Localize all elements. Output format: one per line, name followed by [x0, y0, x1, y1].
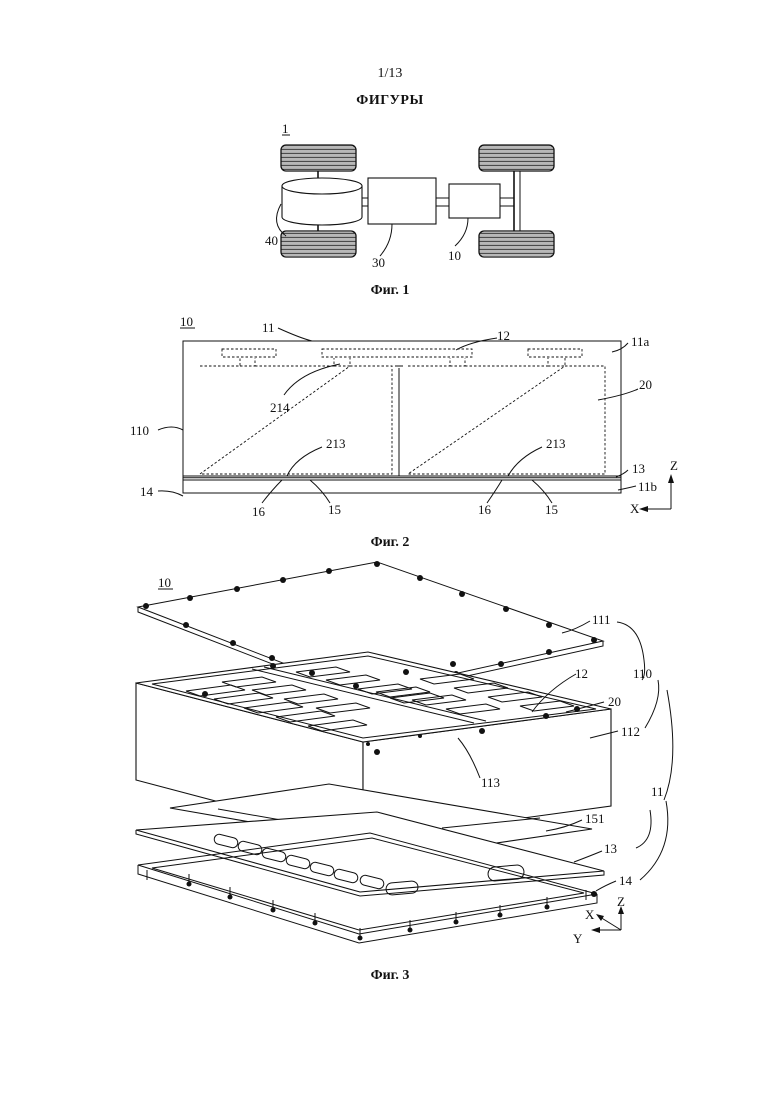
- fig1-label-motor: 40: [265, 233, 278, 248]
- controller-box: [368, 178, 436, 224]
- wheel-rear-left: [281, 231, 356, 257]
- fig1-label-controller: 30: [372, 255, 385, 270]
- fig3-label-box: 11: [651, 784, 664, 799]
- battery-box: [449, 184, 500, 218]
- fig2-label-box: 11: [262, 320, 275, 335]
- fig2-label-busbar: 12: [497, 328, 510, 343]
- fig3-caption: Фиг. 3: [0, 968, 780, 984]
- fig2-label-plate: 13: [632, 461, 645, 476]
- fig1-caption: Фиг. 1: [0, 283, 780, 299]
- fig3-label-module: 20: [608, 694, 621, 709]
- fig2-label-pad-left-b: 15: [328, 502, 341, 517]
- fig3-axis-x: X: [585, 907, 595, 922]
- wheel-front-right: [479, 145, 554, 171]
- figure-1-vehicle: 1 40 30 10: [265, 121, 554, 270]
- fig3-label-assembly: 10: [158, 575, 171, 590]
- fig3-label-plate: 13: [604, 841, 617, 856]
- fig2-label-bottom: 11b: [638, 479, 657, 494]
- fig2-label-right-bottom: 213: [546, 436, 566, 451]
- fig2-axis-x: X: [630, 501, 640, 516]
- fig2-caption: Фиг. 2: [0, 535, 780, 551]
- fig2-label-assembly: 10: [180, 314, 193, 329]
- fig3-label-partition: 113: [481, 775, 500, 790]
- fig3-axis-z: Z: [617, 894, 625, 909]
- fig3-label-frame: 112: [621, 724, 640, 739]
- fig2-label-side: 110: [130, 423, 149, 438]
- fig2-label-base: 14: [140, 484, 154, 499]
- fig2-label-pad-left: 16: [252, 504, 266, 519]
- fig2-label-module: 20: [639, 377, 652, 392]
- fig2-label-pad-right-b: 15: [545, 502, 558, 517]
- fig2-axis-z: Z: [670, 458, 678, 473]
- wheel-rear-right: [479, 231, 554, 257]
- wheel-front-left: [281, 145, 356, 171]
- fig2-label-busbar-conn: 214: [270, 400, 290, 415]
- fig2-label-top: 11a: [631, 334, 650, 349]
- fig3-label-busbar: 12: [575, 666, 588, 681]
- fig2-label-pad-right: 16: [478, 502, 492, 517]
- fig3-label-sheet: 151: [585, 811, 605, 826]
- fig3-label-cover: 111: [592, 612, 611, 627]
- fig2-box-outline: [183, 341, 621, 493]
- fig3-axis-y: Y: [573, 931, 583, 946]
- fig3-label-side: 110: [633, 666, 652, 681]
- figure-3-exploded: 10: [136, 561, 673, 946]
- fig1-label-battery: 10: [448, 248, 461, 263]
- fig3-label-base: 14: [619, 873, 633, 888]
- fig2-label-left-bottom: 213: [326, 436, 346, 451]
- figure-2-section: 10 11 12 11a 20 110 214 213 213 13: [130, 314, 678, 519]
- fig1-label-vehicle: 1: [282, 121, 289, 136]
